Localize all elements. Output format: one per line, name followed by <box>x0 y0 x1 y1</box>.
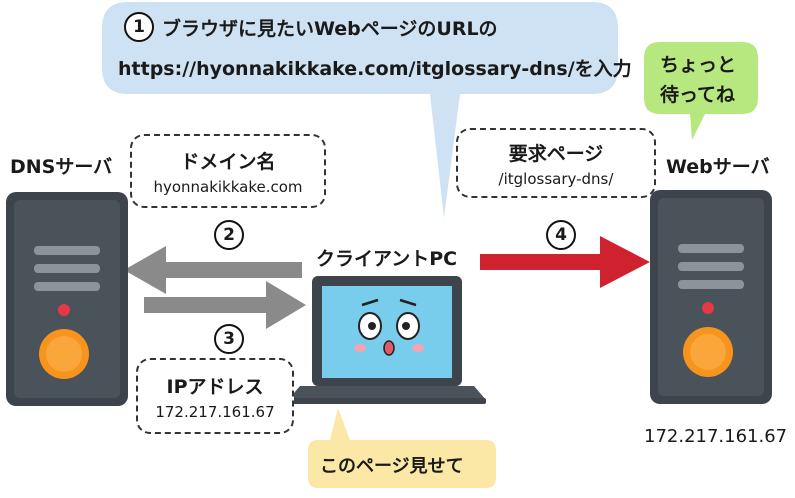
request-page-box: 要求ページ /itglossary-dns/ <box>456 128 656 198</box>
step1-number: 1 <box>133 17 145 37</box>
web-server-icon <box>650 190 772 404</box>
webserver-bubble-shape <box>644 42 758 140</box>
ip-box-value: 172.217.161.67 <box>155 402 275 421</box>
step1-line1: ブラウザに見たいWebページのURLの <box>162 18 498 40</box>
response-arrow-to-pc <box>144 281 306 329</box>
web-server-label: Webサーバ <box>666 156 770 178</box>
client-bubble-text: このページ見せて <box>320 456 464 477</box>
webserver-bubble-line2: 待ってね <box>660 84 736 106</box>
client-laptop-icon <box>288 276 486 404</box>
step1-line2: https://hyonnakikkake.com/itglossary-dns… <box>118 58 632 80</box>
request-arrow-to-web <box>480 236 650 288</box>
domain-box-value: hyonnakikkake.com <box>153 177 303 196</box>
step3-number: 3 <box>223 329 235 349</box>
step4-number: 4 <box>555 225 567 245</box>
step2-number-badge: 2 <box>214 220 244 250</box>
step1-number-badge: 1 <box>124 12 154 42</box>
step3-number-badge: 3 <box>214 324 244 354</box>
web-server-ip: 172.217.161.67 <box>644 426 788 447</box>
request-box-title: 要求ページ <box>508 142 604 165</box>
domain-box-title: ドメイン名 <box>180 150 276 173</box>
ip-address-box: IPアドレス 172.217.161.67 <box>136 358 294 434</box>
ip-box-title: IPアドレス <box>166 375 264 398</box>
request-box-value: /itglossary-dns/ <box>498 169 614 188</box>
dns-server-icon <box>6 192 128 406</box>
client-pc-label: クライアントPC <box>316 248 458 270</box>
webserver-bubble-line1: ちょっと <box>660 54 737 76</box>
query-arrow-to-dns <box>124 246 302 294</box>
step1-bubble-shape <box>102 2 618 218</box>
client-bubble-shape <box>308 408 496 488</box>
dns-server-label: DNSサーバ <box>10 156 113 178</box>
step4-number-badge: 4 <box>546 220 576 250</box>
domain-name-box: ドメイン名 hyonnakikkake.com <box>130 134 326 208</box>
step2-number: 2 <box>223 225 235 245</box>
